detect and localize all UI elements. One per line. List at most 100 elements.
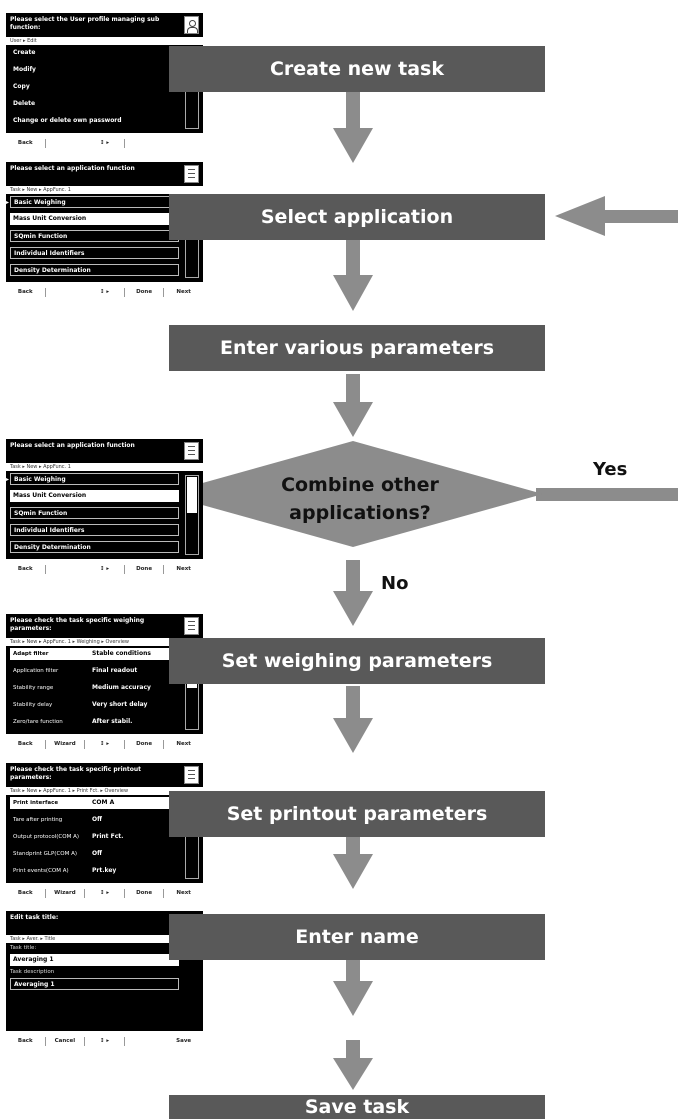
- breadcrumb: Task ▸ Aver. ▸ Title: [6, 935, 203, 943]
- param-row[interactable]: Print events(COM A) Prt.key: [10, 865, 179, 877]
- list-icon: [184, 617, 199, 635]
- param-value: Medium accuracy: [92, 684, 151, 691]
- arrow-8: [333, 1040, 373, 1090]
- arrow-1: [333, 92, 373, 163]
- step-select-application: Select application: [169, 194, 545, 240]
- param-value: Stable conditions: [92, 650, 151, 657]
- screen-printout-parameters: Please check the task specific printout …: [6, 763, 203, 903]
- arrow-6: [333, 828, 373, 889]
- menu-item-copy[interactable]: Copy: [13, 83, 30, 90]
- screen-weighing-parameters: Please check the task specific weighing …: [6, 614, 203, 754]
- list-icon: [184, 442, 199, 460]
- softkey-save[interactable]: Save: [176, 1037, 192, 1044]
- softkey-back[interactable]: Back: [6, 888, 46, 898]
- app-item-identifiers[interactable]: Individual Identifiers: [10, 524, 179, 536]
- screen-header: Please check the task specific weighing …: [6, 614, 203, 638]
- softkey-bar: Back ↕ ▸: [6, 133, 203, 153]
- softkey-back[interactable]: Back: [6, 287, 46, 297]
- softkey-bar: Back ↕ ▸ Done Next: [6, 282, 203, 302]
- step-set-weighing-parameters: Set weighing parameters: [169, 638, 545, 684]
- param-row[interactable]: Print interface COM A: [10, 797, 179, 809]
- screen-combine-application: Please select an application function Ta…: [6, 439, 203, 579]
- softkey-next[interactable]: Next: [176, 740, 191, 747]
- param-row[interactable]: Standprint GLP(COM A) Off: [10, 848, 179, 860]
- parameter-list: Print interface COM A Tare after printing…: [6, 795, 203, 883]
- menu-item-change-password[interactable]: Change or delete own password: [13, 117, 122, 124]
- softkey-back[interactable]: Back: [6, 739, 46, 749]
- softkey-back[interactable]: Back: [6, 1036, 46, 1046]
- softkey-back[interactable]: Back: [6, 138, 46, 148]
- step-save-task: Save task: [169, 1095, 545, 1119]
- app-item-density[interactable]: Density Determination: [10, 541, 179, 553]
- user-icon: [184, 16, 199, 34]
- softkey-done[interactable]: Done: [125, 287, 165, 297]
- param-value: COM A: [92, 799, 115, 806]
- app-item-sqmin[interactable]: SQmin Function: [10, 507, 179, 519]
- task-description-input[interactable]: Averaging 1: [10, 978, 179, 990]
- softkey-navigate[interactable]: ↕ ▸: [85, 739, 125, 749]
- list-icon: [184, 766, 199, 784]
- softkey-bar: Back ↕ ▸ Done Next: [6, 559, 203, 579]
- screen-header: Please select the User profile managing …: [6, 13, 203, 37]
- menu-item-delete[interactable]: Delete: [13, 100, 36, 107]
- softkey-done[interactable]: Done: [125, 739, 165, 749]
- param-key: Standprint GLP(COM A): [13, 851, 78, 857]
- softkey-cancel[interactable]: Cancel: [46, 1036, 86, 1046]
- param-value: Print Fct.: [92, 833, 124, 840]
- selection-marker-icon: ▸: [6, 199, 10, 206]
- app-item-sqmin[interactable]: SQmin Function: [10, 230, 179, 242]
- app-item-basic-weighing[interactable]: Basic Weighing: [10, 473, 179, 485]
- scrollbar[interactable]: [185, 475, 199, 555]
- param-value: After stabil.: [92, 718, 133, 725]
- menu-item-modify[interactable]: Modify: [13, 66, 36, 73]
- menu-item-create[interactable]: Create: [13, 49, 36, 56]
- app-item-density[interactable]: Density Determination: [10, 264, 179, 276]
- title-form: Task title: Averaging 1 Task description…: [6, 943, 203, 1031]
- softkey-next[interactable]: Next: [176, 288, 191, 295]
- arrow-4: [333, 560, 373, 626]
- softkey-back[interactable]: Back: [6, 564, 46, 574]
- softkey-done[interactable]: Done: [125, 888, 165, 898]
- softkey-navigate[interactable]: ↕ ▸: [85, 888, 125, 898]
- breadcrumb: Task ▸ New ▸ AppFunc. 1: [6, 186, 203, 194]
- softkey-navigate[interactable]: ↕ ▸: [85, 138, 125, 148]
- softkey-wizard[interactable]: Wizard: [46, 888, 86, 898]
- app-item-mass-unit-conversion[interactable]: Mass Unit Conversion: [10, 213, 179, 225]
- yes-line: [536, 488, 678, 501]
- breadcrumb: Task ▸ New ▸ AppFunc. 1 ▸ Weighing ▸ Ove…: [6, 638, 203, 646]
- softkey-navigate[interactable]: ↕ ▸: [85, 564, 125, 574]
- breadcrumb: User ▸ Edit: [6, 37, 203, 45]
- app-item-identifiers[interactable]: Individual Identifiers: [10, 247, 179, 259]
- softkey-next[interactable]: Next: [176, 565, 191, 572]
- softkey-navigate[interactable]: ↕ ▸: [85, 1036, 125, 1046]
- softkey-navigate[interactable]: ↕ ▸: [85, 287, 125, 297]
- param-row[interactable]: Adapt filter Stable conditions: [10, 648, 179, 660]
- arrow-2: [333, 239, 373, 311]
- app-item-mass-unit-conversion[interactable]: Mass Unit Conversion: [10, 490, 179, 502]
- param-row[interactable]: Output protocol(COM A)Print Fct.: [10, 831, 179, 843]
- task-title-input[interactable]: Averaging 1: [10, 954, 179, 966]
- application-list: ▸ Basic Weighing Mass Unit Conversion SQ…: [6, 471, 203, 559]
- app-item-basic-weighing[interactable]: Basic Weighing: [10, 196, 179, 208]
- softkey-next[interactable]: Next: [176, 889, 191, 896]
- param-key: Print interface: [13, 800, 59, 806]
- param-key: Print events(COM A): [13, 868, 69, 874]
- no-label: No: [381, 573, 409, 594]
- task-title-label: Task title:: [10, 945, 37, 951]
- softkey-wizard[interactable]: Wizard: [46, 739, 86, 749]
- softkey-bar: Back Cancel ↕ ▸ Save: [6, 1031, 203, 1051]
- softkey-done[interactable]: Done: [125, 564, 165, 574]
- step-enter-parameters: Enter various parameters: [169, 325, 545, 371]
- param-value: Off: [92, 850, 102, 857]
- param-key: Adapt filter: [13, 651, 49, 657]
- task-description-label: Task description: [10, 969, 55, 975]
- param-value: Prt.key: [92, 867, 117, 874]
- decision-text-line2: applications?: [289, 502, 431, 524]
